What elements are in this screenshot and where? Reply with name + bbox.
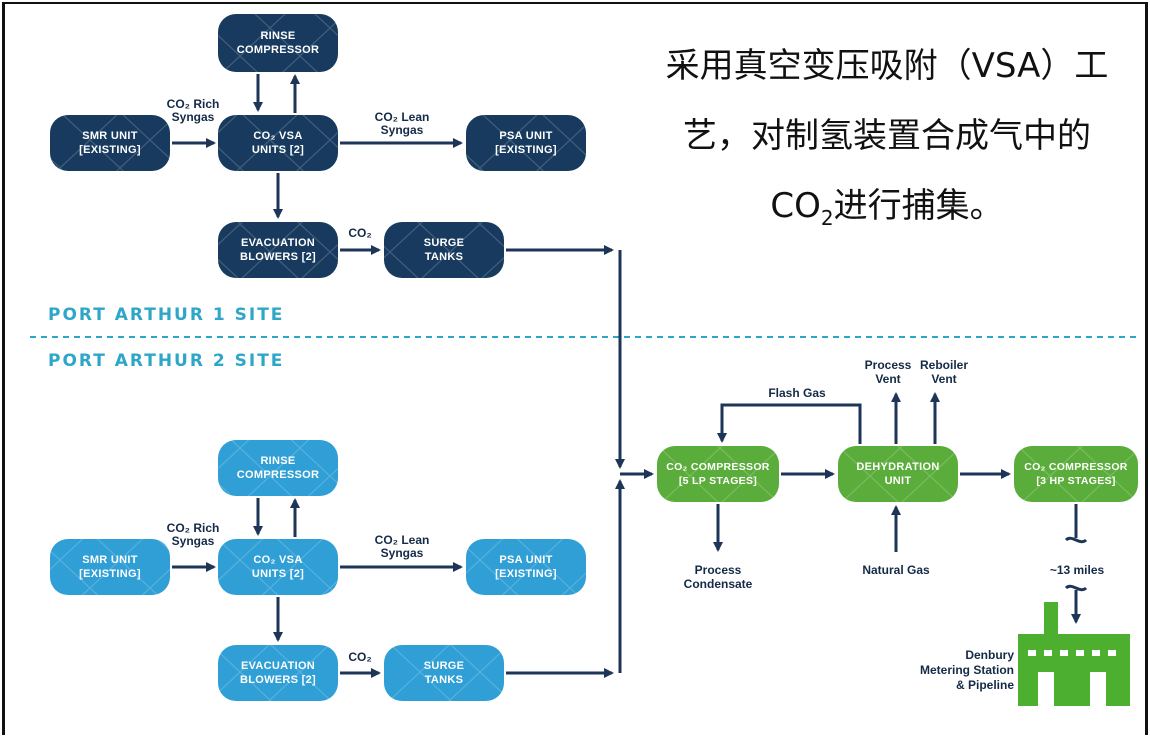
- caption-suffix: 进行捕集。: [833, 186, 1004, 226]
- site1-lean-syngas-label: Syngas: [380, 123, 424, 137]
- site2-co2-lean-label: CO₂ Lean: [374, 533, 430, 547]
- distance-label: ~13 miles: [1049, 563, 1105, 577]
- caption-line-2: 艺，对制氢装置合成气中的: [683, 116, 1091, 156]
- site1-rinse-compressor: RINSE COMPRESSOR: [236, 30, 320, 56]
- site2-smr-unit: SMR UNIT [EXISTING]: [79, 554, 141, 580]
- lp-compressor: CO₂ COMPRESSOR [5 LP STAGES]: [666, 461, 770, 487]
- site1-smr-unit: SMR UNIT [EXISTING]: [79, 130, 141, 156]
- site1-evacuation-blowers: EVACUATION BLOWERS [2]: [239, 237, 317, 263]
- site2-psa-unit: PSA UNIT [EXISTING]: [495, 554, 557, 580]
- site2-co2-label: CO₂: [348, 650, 372, 664]
- site2-rinse-compressor: RINSE COMPRESSOR: [236, 455, 320, 481]
- site2-evacuation-blowers: EVACUATION BLOWERS [2]: [239, 660, 317, 686]
- site2-surge-tanks: SURGE TANKS: [423, 660, 465, 686]
- factory-icon: [1018, 602, 1130, 706]
- caption-co2-subscript: 2: [820, 205, 834, 230]
- site1-co2-label: CO₂: [348, 226, 372, 240]
- flash-gas-label: Flash Gas: [768, 386, 826, 400]
- natural-gas-label: Natural Gas: [862, 563, 930, 577]
- process-condensate-label: Process Condensate: [683, 563, 753, 591]
- site1-psa-unit: PSA UNIT [EXISTING]: [495, 130, 557, 156]
- caption-co2: CO: [770, 186, 821, 226]
- site2-lean-syngas-label: Syngas: [380, 546, 424, 560]
- site2-co2-rich-label: CO₂ Rich: [166, 521, 220, 535]
- site2-vsa-units: CO₂ VSA UNITS [2]: [251, 554, 305, 580]
- green-nodes: [657, 446, 1138, 502]
- hp-compressor: CO₂ COMPRESSOR [3 HP STAGES]: [1024, 461, 1128, 487]
- process-vent-label: Process Vent: [864, 358, 912, 386]
- caption-line-3: CO2进行捕集。: [640, 178, 1134, 246]
- site2-nodes: [50, 440, 586, 701]
- site1-co2-lean-label: CO₂ Lean: [374, 110, 430, 124]
- reboiler-vent-label: Reboiler Vent: [919, 358, 968, 386]
- site1-nodes: [50, 14, 586, 278]
- dehydration-unit: DEHYDRATION UNIT: [856, 461, 940, 487]
- site1-vsa-units: CO₂ VSA UNITS [2]: [251, 130, 305, 156]
- site1-surge-tanks: SURGE TANKS: [423, 237, 465, 263]
- denbury-label: Denbury Metering Station & Pipeline: [919, 648, 1014, 692]
- site2-syngas-label: Syngas: [171, 534, 215, 548]
- site2-label: PORT ARTHUR 2 SITE: [48, 351, 285, 371]
- connectors: [172, 74, 1088, 678]
- site1-syngas-label: Syngas: [171, 110, 215, 124]
- caption-line-1: 采用真空变压吸附（VSA）工: [665, 46, 1109, 86]
- site1-label: PORT ARTHUR 1 SITE: [48, 305, 285, 325]
- site1-co2-rich-label: CO₂ Rich: [166, 97, 220, 111]
